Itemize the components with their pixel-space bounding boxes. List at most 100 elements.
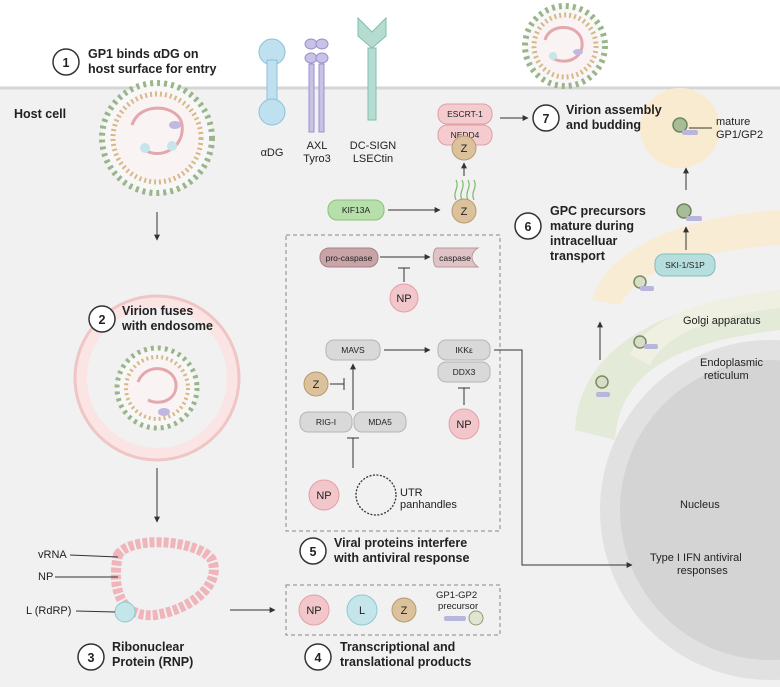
ifn-connector (494, 349, 633, 568)
host-cell (0, 88, 780, 687)
rnp-l-pointer (75, 610, 116, 613)
mature-label-1: mature (716, 116, 750, 128)
rnp-np-label: NP (38, 571, 53, 583)
mda5-label: MDA5 (368, 417, 392, 427)
step-7-line-1: Virion assembly (566, 103, 662, 117)
rigi-label: RIG-I (316, 417, 336, 427)
z-escrt-label: Z (461, 143, 468, 155)
mda5-box (353, 411, 407, 433)
np-rig (308, 479, 340, 511)
np-caspase (389, 283, 419, 313)
procaspase-box (319, 247, 379, 268)
step-4-num: 4 (315, 651, 322, 665)
ikke-label: IKKε (455, 345, 473, 355)
step-5-num: 5 (310, 545, 317, 559)
product-z (391, 597, 417, 623)
ddx3-box (437, 361, 491, 383)
step-2-badge (88, 305, 116, 333)
kif13a-label: KIF13A (342, 205, 371, 215)
kif13a-box (327, 199, 385, 221)
step-5-line-1: Viral proteins interfere (334, 536, 467, 550)
ifn-label-2: responses (677, 565, 728, 577)
svg-text:Nucleus: Nucleus (680, 499, 720, 511)
step-1-num: 1 (63, 56, 70, 70)
rnp-vrna-label: vRNA (38, 549, 67, 561)
adg-label: αDG (261, 147, 284, 159)
np-ikke (448, 408, 480, 440)
step-7-line-2: and budding (566, 118, 641, 132)
step-6-line-2: mature during (550, 219, 634, 233)
mavs-label: MAVS (341, 345, 365, 355)
product-z-label: Z (401, 605, 408, 617)
gpc-glyph-er (595, 375, 610, 397)
product-l (346, 594, 378, 626)
rnp-vrna-pointer (69, 554, 119, 558)
rnp-l-label: L (RdRP) (26, 605, 71, 617)
rigi-box (299, 411, 353, 433)
product-gp-label-2: precursor (438, 601, 478, 612)
caspase-label: caspase (439, 253, 471, 263)
step-6-num: 6 (525, 220, 532, 234)
product-np-label: NP (306, 605, 321, 617)
product-l-label: L (359, 605, 365, 617)
utr-label-2: panhandles (400, 499, 457, 511)
product-np (298, 594, 330, 626)
gpc-glyph-golgi (633, 335, 658, 349)
product-gp-label-1: GP1-GP2 (436, 590, 477, 601)
step-4-line-2: translational products (340, 655, 471, 669)
escrt-label: ESCRT-1 (447, 109, 483, 119)
np-caspase-label: NP (396, 293, 411, 305)
step-7-badge (532, 104, 560, 132)
gpc-glyph-upper (676, 203, 702, 221)
step-1-line-1: GP1 binds αDG on (88, 47, 198, 61)
nucleus: Nucleus (600, 340, 780, 680)
ikke-box (437, 339, 491, 361)
gpc-glyph-ski (633, 275, 654, 291)
ddx3-label: DDX3 (453, 367, 476, 377)
golgi-lower (630, 290, 780, 365)
step-3-line-1: Ribonuclear (112, 640, 184, 654)
step-1-badge (52, 48, 80, 76)
gpc-glyph-mature (672, 117, 712, 135)
step-3-badge (77, 643, 105, 671)
step-2-line-2: with endosome (121, 319, 213, 333)
z-myristoyl (451, 179, 477, 224)
z-mavs (303, 371, 329, 397)
step-6-badge (514, 212, 542, 240)
step-5-line-2: with antiviral response (333, 551, 470, 565)
ski-label: SKI-1/S1P (665, 260, 705, 270)
endosome (73, 294, 241, 462)
np-ikke-label: NP (456, 419, 471, 431)
virion-budding (522, 3, 608, 89)
ifn-label-1: Type I IFN antiviral (650, 552, 742, 564)
mature-label-2: GP1/GP2 (716, 129, 763, 141)
axl-receptor (304, 38, 329, 133)
products-box (285, 584, 501, 636)
dcsign-receptor (357, 16, 387, 121)
product-gp-glyph (444, 610, 484, 626)
virion-entry (99, 80, 215, 196)
axl-label-2: Tyro3 (303, 153, 331, 165)
nedd4-label: NEDD4 (451, 130, 480, 140)
utr-label-1: UTR (400, 487, 423, 499)
golgi-label: Golgi apparatus (683, 315, 761, 327)
er-label-1: Endoplasmic (700, 357, 763, 369)
step-3-line-2: Protein (RNP) (112, 655, 193, 669)
ski-box (654, 253, 716, 277)
z-budding-label: Z (461, 206, 468, 218)
z-mavs-label: Z (313, 379, 320, 391)
utr-panhandle (355, 474, 397, 516)
host-cell-label: Host cell (14, 107, 66, 121)
interference-box (285, 234, 501, 532)
step-7-num: 7 (543, 112, 550, 126)
step-3-num: 3 (88, 651, 95, 665)
mavs-box (325, 339, 381, 361)
step-6-line-4: transport (550, 249, 606, 263)
er (575, 290, 780, 440)
adg-receptor (258, 38, 286, 126)
axl-label-1: AXL (307, 140, 328, 152)
dcsign-label-1: DC-SIGN (350, 140, 397, 152)
er-label-2: reticulum (704, 370, 749, 382)
